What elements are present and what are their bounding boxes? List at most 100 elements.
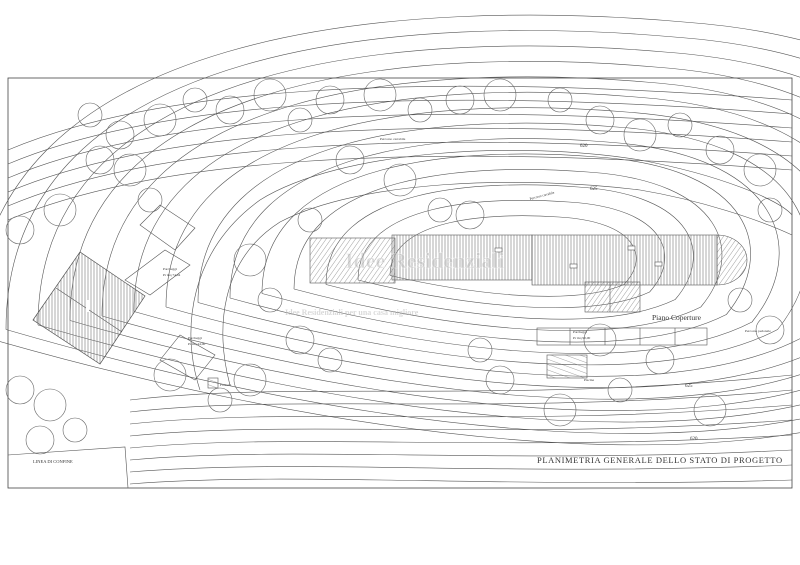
tree-symbol [62, 417, 88, 443]
contour-line [7, 127, 793, 193]
tree-symbol [233, 363, 267, 397]
parking-label: Parcheggi [573, 330, 587, 334]
tree-symbol [43, 193, 77, 227]
contour-lines [0, 14, 800, 485]
tree-symbol [5, 215, 35, 245]
parking-label: Parcheggi [188, 336, 202, 340]
tree-symbol [207, 387, 233, 413]
contour-line [293, 169, 723, 331]
tree-symbol [727, 287, 753, 313]
contour-line [37, 45, 800, 423]
contour-line [165, 107, 800, 377]
tree-symbol [85, 145, 115, 175]
tree-symbol [137, 187, 163, 213]
tree-symbol [285, 325, 315, 355]
contour-line [129, 449, 793, 461]
tree-symbol [483, 78, 517, 112]
tree-symbol [485, 365, 515, 395]
tree-symbol [315, 85, 345, 115]
contour-line [129, 374, 793, 401]
driveway-label: Percorso carrabile [529, 190, 555, 201]
tree-symbol [467, 337, 493, 363]
tree-symbol [585, 105, 615, 135]
tree-symbol [182, 87, 208, 113]
contour-line [101, 76, 800, 400]
main-building-roof [309, 234, 748, 313]
contour-line [129, 478, 793, 485]
tree-symbol [607, 377, 633, 403]
contour-line [133, 91, 800, 389]
tree-symbol [455, 200, 485, 230]
contour-line [129, 434, 793, 449]
tree-symbol [233, 243, 267, 277]
tree-symbol [297, 207, 323, 233]
tree-symbol [143, 103, 177, 137]
tree-symbol [427, 197, 453, 223]
tree-symbol [547, 87, 573, 113]
contour-line [7, 85, 793, 151]
tree-symbol [383, 163, 417, 197]
contour-label: 620 [690, 437, 698, 442]
boundary-label: LINEA DI CONFINE [33, 459, 73, 464]
parking-area: Pr mq 74,04 [163, 273, 180, 278]
contour-line [325, 184, 694, 320]
contour-label: 625 [590, 187, 598, 192]
contour-line [7, 155, 793, 221]
contour-line [129, 404, 793, 425]
contour-line [197, 122, 800, 366]
tree-symbol [253, 78, 287, 112]
driveway-label: Percorso pedonale [745, 329, 771, 333]
tree-symbol [335, 145, 365, 175]
contour-line [7, 113, 793, 179]
contour-line [0, 14, 800, 446]
contour-line [129, 464, 793, 473]
tree-symbol [105, 120, 135, 150]
watermark-tagline: Idee Residenziali per una casa migliore [285, 308, 419, 317]
contour-line [7, 141, 793, 207]
watermark-brand: Idee Residenziali [345, 248, 505, 273]
tree-symbol [743, 153, 777, 187]
tree-symbol [77, 102, 103, 128]
plan-label: Piano Coperture [652, 313, 702, 322]
contour-label: 625 [685, 384, 693, 389]
parking-area: Pr mq 44,00 [188, 342, 205, 347]
parking-areas [124, 204, 708, 381]
tree-symbol [705, 135, 735, 165]
tree-symbol [693, 393, 727, 427]
tree-symbol [755, 315, 785, 345]
tree-symbol [5, 375, 35, 405]
parking-area: Pr mq 90,00 [573, 336, 590, 341]
contour-line [229, 138, 780, 354]
boundary-line [7, 446, 129, 489]
tree-symbol [363, 78, 397, 112]
trees [5, 78, 785, 455]
tree-symbol [623, 118, 657, 152]
driveway-outline [190, 150, 793, 391]
tree-symbol [33, 388, 67, 422]
tree-symbol [645, 345, 675, 375]
tree-symbol [25, 425, 55, 455]
parking-label: Parcheggi [163, 267, 177, 271]
contour-line [5, 30, 800, 434]
contour-label: 620 [580, 144, 588, 149]
tree-symbol [667, 112, 693, 138]
contour-line [129, 419, 793, 437]
tree-symbol [543, 393, 577, 427]
drawing-title: PLANIMETRIA GENERALE DELLO STATO DI PROG… [537, 455, 783, 465]
contour-line [69, 61, 800, 411]
tree-symbol [215, 95, 245, 125]
pool [546, 354, 588, 379]
tree-symbol [257, 287, 283, 313]
tree-symbol [317, 347, 343, 373]
tree-symbol [583, 323, 617, 357]
fountain-label: Fontana [220, 383, 232, 387]
pool-label: Piscina [584, 378, 595, 382]
drawing-frame [7, 77, 793, 489]
annex-building-roof [32, 251, 146, 365]
fountain [207, 377, 219, 389]
contour-line [7, 99, 793, 165]
tree-symbol [445, 85, 475, 115]
tree-symbol [113, 153, 147, 187]
tree-symbol [757, 197, 783, 223]
